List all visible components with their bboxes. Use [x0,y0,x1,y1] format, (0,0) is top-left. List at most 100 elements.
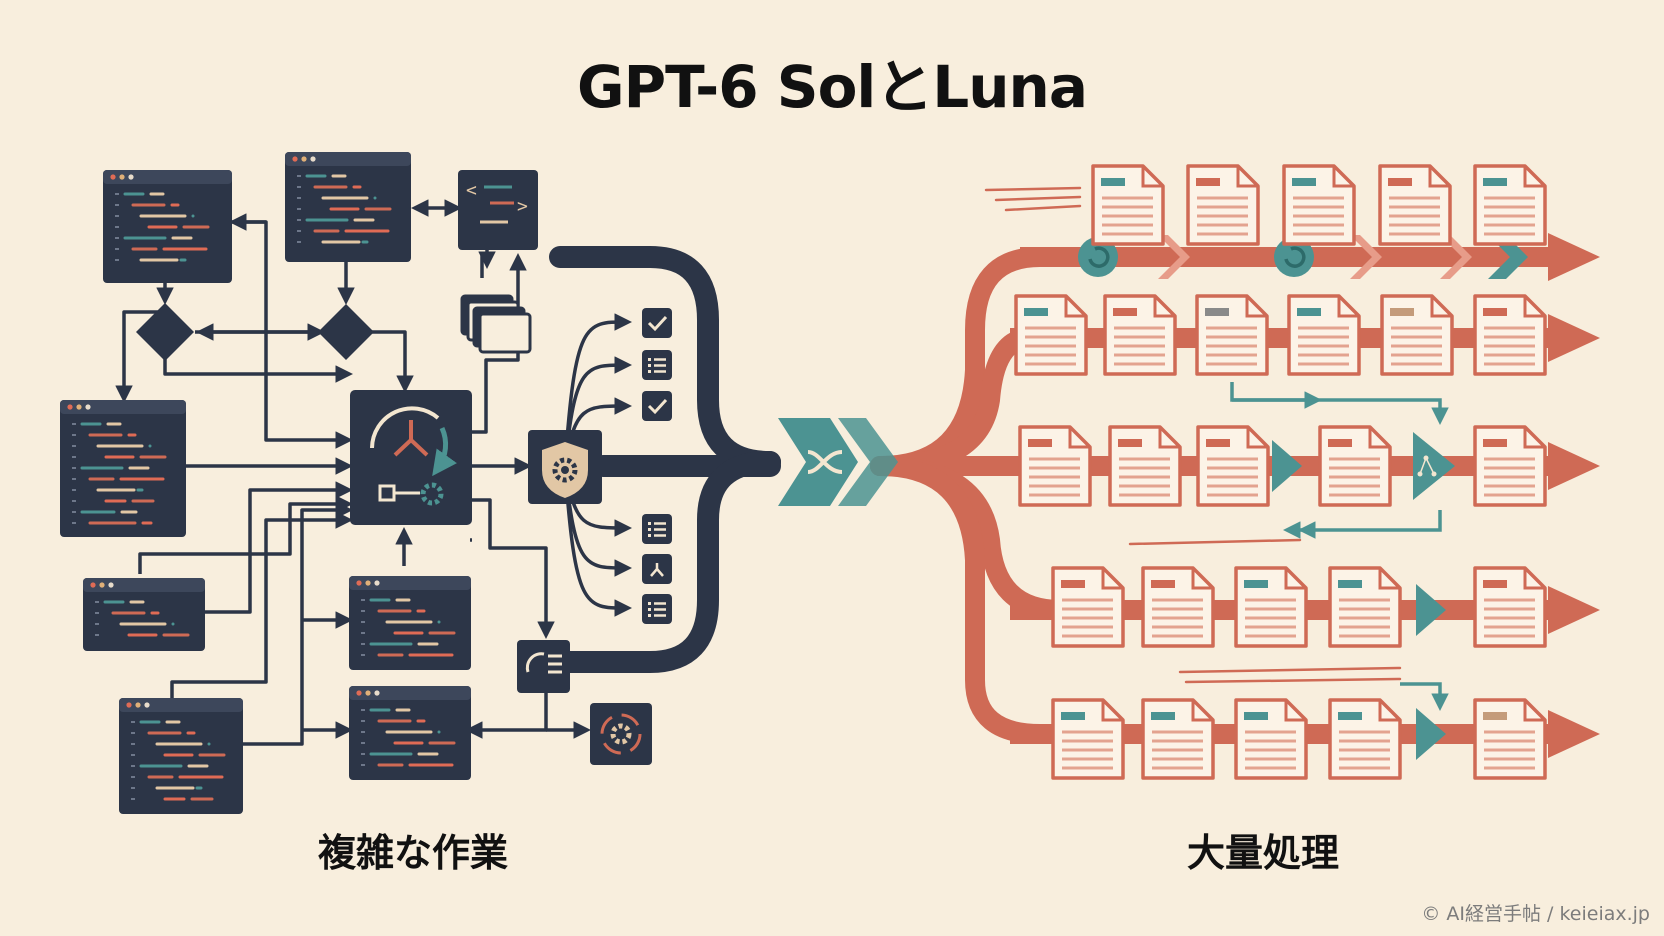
document-icon [1091,164,1165,246]
document-icon [1186,164,1260,246]
document-icon [1473,698,1547,780]
connector-line [372,330,414,393]
svg-text:<: < [466,180,477,201]
document-icon [1473,425,1547,507]
document-icon [1328,698,1402,780]
chevron-right-icon [1416,708,1446,760]
speed-streak [984,186,1082,192]
left-section-label: 複雑な作業 [318,831,509,875]
shuffle-hub [778,418,898,506]
document-icon [1234,698,1308,780]
document-icon [1051,566,1125,648]
connector-line [138,495,353,574]
arrow-right-icon [1548,314,1600,362]
speed-streak [1004,204,1082,212]
document-icon [1380,294,1454,376]
shuffle-chevron [778,418,858,506]
connector-line [115,310,165,403]
workflow-hub-icon [350,390,472,525]
arrow-right-icon [1548,442,1600,490]
routing-arrow [1298,510,1442,539]
document-icon [1287,294,1361,376]
code-window-icon [349,686,471,780]
checkbox-icon [642,308,672,338]
document-icon [1234,566,1308,648]
tool-icon [517,640,570,693]
routing-arrow [1232,398,1449,425]
list-icon [642,594,672,624]
merge-flow [555,451,781,673]
branch-icon [642,554,672,584]
fan-line [563,313,632,467]
code-window-icon [83,578,205,651]
checkbox-icon [642,391,672,421]
chevron-right-icon [1416,584,1446,636]
network-icon [1413,432,1455,500]
document-icon [1103,294,1177,376]
document-icon [1328,566,1402,648]
document-icon [1018,425,1092,507]
code-window-icon [349,576,471,670]
refresh-icon [1078,237,1118,277]
chevron-right-icon [1350,235,1382,279]
batch-lanes [870,164,1600,780]
arrow-right-icon [1548,710,1600,758]
list-icon [642,350,672,380]
connector-line [205,481,353,614]
code-window-icon [103,170,232,283]
connector-line [472,498,555,639]
folder-stack-icon [460,294,532,354]
shield-gear-icon [528,430,602,504]
lane-branch [870,456,1050,744]
code-window-icon [60,400,186,537]
document-icon [1051,698,1125,780]
speed-streak [1128,538,1302,546]
chevron-right-icon [1440,235,1472,279]
document-icon [1282,164,1356,246]
decision-diamond-icon [136,303,194,361]
document-icon [1473,164,1547,246]
lane-branch [870,328,1040,476]
document-icon [1378,164,1452,246]
code-window-icon [285,152,411,262]
speed-streak [994,195,1082,202]
document-icon [1108,425,1182,507]
speed-streak [1178,666,1402,674]
connector-line [163,345,353,383]
connector-line [170,511,353,700]
cycle-gears-icon [590,703,652,765]
arrow-right-icon [1548,233,1600,281]
shuffle-chevron [838,418,898,506]
document-icon [1473,294,1547,376]
merge-flow [549,246,781,473]
page-title: GPT-6 SolとLuna [577,53,1088,121]
arrow-right-icon [1548,586,1600,634]
connector-line [240,501,353,746]
workflow-nodes: <> [60,152,672,814]
document-icon [1014,294,1088,376]
right-section-label: 大量処理 [1187,831,1340,875]
chevron-right-icon [1158,235,1190,279]
svg-text:>: > [517,196,528,217]
copyright-credit: © AI経営手帖 / keieiax.jp [1421,903,1650,925]
chevron-right-icon [1272,440,1302,492]
document-icon [1141,566,1215,648]
fan-line [563,465,632,617]
document-icon [1141,698,1215,780]
document-icon [1195,294,1269,376]
document-icon [1196,425,1270,507]
routing-arrow [1230,382,1322,409]
code-bracket-icon: <> [458,170,538,250]
decision-diamond-icon [318,304,374,360]
merge-flows [549,246,781,673]
code-window-icon [119,698,243,814]
list-icon [642,514,672,544]
shuffle-icon [807,450,843,474]
document-icon [1318,425,1392,507]
speed-streak [1184,677,1402,684]
document-icon [1473,566,1547,648]
refresh-icon [1274,237,1314,277]
routing-arrow [1400,682,1449,711]
